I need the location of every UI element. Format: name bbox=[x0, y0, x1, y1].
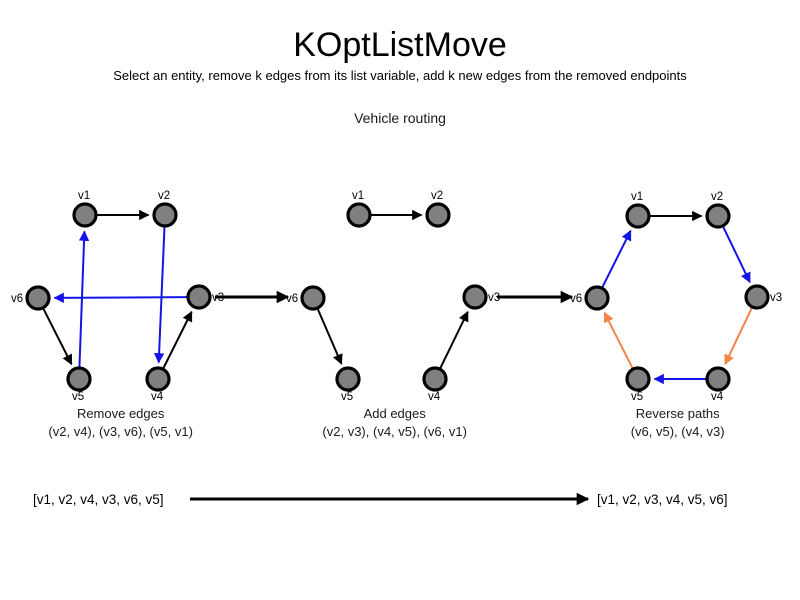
graph-node-v1[interactable]: v1 bbox=[346, 190, 372, 228]
node-label-v3: v3 bbox=[212, 292, 224, 304]
node-label-v6: v6 bbox=[11, 293, 23, 305]
graph-node-v6[interactable]: v6 bbox=[11, 285, 51, 311]
panel-remove-edges-caption-line1: Remove edges bbox=[77, 406, 165, 421]
graph-node-v5[interactable]: v5 bbox=[66, 366, 92, 403]
graph-node-v5[interactable]: v5 bbox=[625, 366, 651, 403]
node-label-v1: v1 bbox=[631, 191, 643, 203]
node-label-v5: v5 bbox=[341, 391, 353, 403]
node-label-v2: v2 bbox=[158, 190, 170, 202]
node-label-v3: v3 bbox=[488, 292, 500, 304]
node-circle-v2 bbox=[705, 203, 731, 229]
panel-add-edges-caption-line1: Add edges bbox=[364, 406, 427, 421]
node-label-v5: v5 bbox=[631, 391, 643, 403]
node-circle-v2 bbox=[152, 202, 178, 228]
section-label: Vehicle routing bbox=[354, 110, 446, 126]
node-label-v6: v6 bbox=[570, 293, 582, 305]
edge-v6-to-v5 bbox=[42, 308, 73, 366]
panel-reverse-paths-caption-line2: (v6, v5), (v4, v3) bbox=[631, 424, 725, 439]
node-circle-v5 bbox=[66, 366, 92, 392]
panel-reverse-paths-caption-line1: Reverse paths bbox=[636, 406, 720, 421]
node-label-v1: v1 bbox=[352, 190, 364, 202]
node-circle-v3 bbox=[186, 284, 212, 310]
node-label-v4: v4 bbox=[428, 391, 441, 403]
edge-v2-to-v3 bbox=[722, 226, 751, 284]
node-circle-v4 bbox=[705, 366, 731, 392]
node-circle-v4 bbox=[145, 366, 171, 392]
list-before: [v1, v2, v4, v3, v6, v5] bbox=[33, 492, 164, 507]
node-circle-v3 bbox=[462, 284, 488, 310]
graph-node-v1[interactable]: v1 bbox=[72, 190, 98, 228]
node-circle-v3 bbox=[744, 284, 770, 310]
edge-v2-to-v4 bbox=[153, 227, 166, 364]
list-after: [v1, v2, v3, v4, v5, v6] bbox=[597, 492, 728, 507]
node-circle-v4 bbox=[422, 366, 448, 392]
edge-v5-to-v6 bbox=[603, 311, 634, 369]
edge-v6-to-v5 bbox=[317, 309, 343, 365]
node-label-v5: v5 bbox=[72, 391, 84, 403]
edge-v4-to-v3 bbox=[439, 310, 469, 369]
graph-node-v1[interactable]: v1 bbox=[625, 191, 651, 229]
node-circle-v6 bbox=[25, 285, 51, 311]
panel-remove-edges-caption-line2: (v2, v4), (v3, v6), (v5, v1) bbox=[48, 424, 192, 439]
edge-v3-to-v4 bbox=[724, 307, 753, 366]
panel-captions-layer: Remove edges (v2, v4), (v3, v6), (v5, v1)… bbox=[48, 406, 724, 439]
node-label-v2: v2 bbox=[711, 191, 723, 203]
node-circle-v1 bbox=[346, 202, 372, 228]
node-label-v4: v4 bbox=[711, 391, 724, 403]
node-label-v6: v6 bbox=[286, 293, 298, 305]
graph-node-v4[interactable]: v4 bbox=[705, 366, 731, 403]
graph-node-v5[interactable]: v5 bbox=[335, 366, 361, 403]
node-label-v1: v1 bbox=[78, 190, 90, 202]
node-circle-v1 bbox=[72, 202, 98, 228]
graph-node-v6[interactable]: v6 bbox=[286, 285, 326, 311]
node-circle-v5 bbox=[625, 366, 651, 392]
edge-v3-to-v6 bbox=[53, 292, 187, 304]
graph-node-v4[interactable]: v4 bbox=[145, 366, 171, 403]
edge-v4-to-v3 bbox=[162, 310, 193, 369]
node-circle-v6 bbox=[584, 285, 610, 311]
edges-layer bbox=[42, 209, 753, 385]
node-label-v3: v3 bbox=[770, 292, 782, 304]
graph-node-v2[interactable]: v2 bbox=[705, 191, 731, 229]
page-title: KOptListMove bbox=[293, 26, 507, 64]
edge-v6-to-v1 bbox=[601, 229, 632, 288]
graph-node-v3[interactable]: v3 bbox=[462, 284, 500, 310]
panel-add-edges-caption-line2: (v2, v3), (v4, v5), (v6, v1) bbox=[322, 424, 466, 439]
list-transform-layer: [v1, v2, v4, v3, v6, v5] [v1, v2, v3, v4,… bbox=[33, 492, 728, 507]
node-label-v2: v2 bbox=[431, 190, 443, 202]
node-circle-v6 bbox=[300, 285, 326, 311]
graph-node-v2[interactable]: v2 bbox=[152, 190, 178, 228]
node-circle-v1 bbox=[625, 203, 651, 229]
nodes-layer: v1 v2 v3 v4 v5 v6 v1 v2 v3 v4 v5 v6 v1 v2 v3 v4 v5 v6 bbox=[11, 190, 782, 403]
graph-node-v3[interactable]: v3 bbox=[744, 284, 782, 310]
node-label-v4: v4 bbox=[151, 391, 164, 403]
graph-node-v6[interactable]: v6 bbox=[570, 285, 610, 311]
node-circle-v5 bbox=[335, 366, 361, 392]
page-subtitle: Select an entity, remove k edges from it… bbox=[113, 68, 687, 83]
node-circle-v2 bbox=[425, 202, 451, 228]
graph-node-v3[interactable]: v3 bbox=[186, 284, 224, 310]
graph-node-v2[interactable]: v2 bbox=[425, 190, 451, 228]
graph-node-v4[interactable]: v4 bbox=[422, 366, 448, 403]
edge-v5-to-v1 bbox=[78, 230, 90, 367]
